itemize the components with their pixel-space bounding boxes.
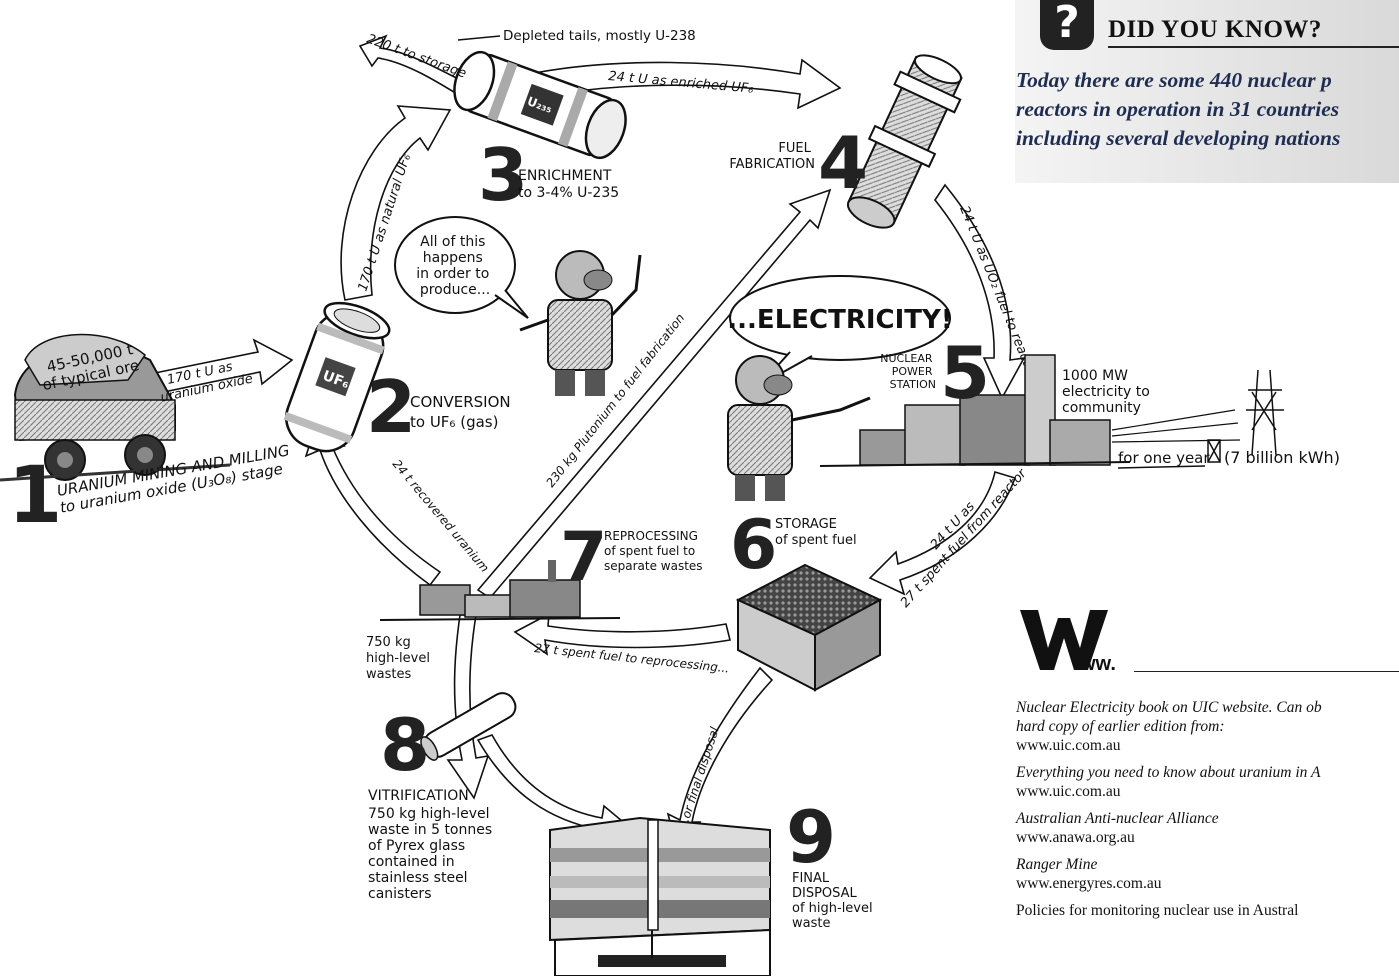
- stage-5-title: NUCLEAR: [880, 352, 933, 365]
- stage-2-number: 2: [366, 365, 416, 449]
- one-year-label: for one year: [1118, 449, 1210, 467]
- electricity-label-2: electricity to: [1062, 384, 1150, 400]
- professor-figure-2: [728, 356, 870, 501]
- link-url[interactable]: www.uic.com.au: [1016, 782, 1399, 801]
- professor-figure-1: [520, 251, 640, 396]
- link-title: Everything you need to know about uraniu…: [1016, 763, 1399, 782]
- link-title: Ranger Mine: [1016, 855, 1399, 874]
- web-links-list: Nuclear Electricity book on UIC website.…: [1016, 698, 1399, 928]
- svg-text:NUCLEAR POWER STATION: NUCLEAR POWER STATION: [880, 352, 936, 391]
- stage-1-number: 1: [8, 451, 62, 541]
- flow-tails-label: Depleted tails, mostly U-238: [503, 28, 696, 44]
- stage-7-subtitle-2: separate wastes: [604, 559, 703, 573]
- stage-8-line-7: canisters: [368, 886, 432, 902]
- stage-3-title: ENRICHMENT: [518, 168, 612, 184]
- stage-7-subtitle: of spent fuel to: [604, 544, 695, 558]
- speech1-line-2: happens: [423, 250, 483, 266]
- svg-text:1000 MW electricity to: 1000 MW electricity to community: [1062, 368, 1154, 416]
- geological-repository-illustration: [550, 818, 770, 976]
- stage-9-title: FINAL: [792, 871, 830, 886]
- svg-text:750 kg high-level wast: 750 kg high-level wastes: [366, 635, 434, 682]
- question-icon: ?: [1040, 0, 1094, 50]
- electricity-label-3: community: [1062, 400, 1141, 416]
- svg-text:VITRIFICATION 750 kg high-: VITRIFICATION 750 kg high-level waste in…: [368, 788, 497, 902]
- kwh-label: (7 billion kWh): [1224, 448, 1340, 467]
- stage-8-line-2: 750 kg high-level: [368, 806, 489, 822]
- stage-9-subtitle: of high-level: [792, 901, 873, 916]
- link-url[interactable]: www.energyres.com.au: [1016, 874, 1399, 893]
- speech-bubble-1: All of this happens in order to produce.…: [395, 217, 528, 318]
- www-rule: [1134, 671, 1399, 672]
- stage-8-number: 8: [380, 703, 430, 787]
- stage-6-title: STORAGE: [775, 517, 837, 532]
- svg-text:ENRICHMENT to 3-4% U-235: ENRICHMENT to 3-4% U-235: [518, 168, 619, 201]
- speech1-line-4: produce...: [420, 282, 490, 298]
- speech1-line-3: in order to: [416, 266, 489, 282]
- stage-3-subtitle: to 3-4% U-235: [518, 185, 619, 201]
- stage-6-number: 6: [730, 506, 777, 585]
- stage-2-subtitle: to UF₆ (gas): [410, 413, 498, 431]
- stage-9-number: 9: [786, 795, 836, 879]
- stage-6-subtitle: of spent fuel: [775, 533, 857, 548]
- stage-2-title: CONVERSION: [410, 393, 511, 411]
- speech1-line-1: All of this: [420, 234, 485, 250]
- link-title: Nuclear Electricity book on UIC website.…: [1016, 698, 1399, 717]
- link-title: Policies for monitoring nuclear use in A…: [1016, 901, 1399, 920]
- link-title-2: hard copy of earlier edition from:: [1016, 717, 1399, 736]
- svg-text:STORAGE of spent fuel: STORAGE of spent fuel: [775, 517, 857, 548]
- hlw-label-3: wastes: [366, 667, 411, 682]
- stage-8-line-5: contained in: [368, 854, 455, 870]
- electricity-mw-label: 1000 MW: [1062, 368, 1128, 384]
- svg-text:REPROCESSING of spent fuel: REPROCESSING of spent fuel to separate w…: [604, 529, 703, 573]
- did-you-know-text: Today there are some 440 nuclear p react…: [1016, 66, 1399, 153]
- stage-5-title-2: POWER: [892, 365, 933, 378]
- svg-text:URANIUM MINING AND MILLING: URANIUM MINING AND MILLING to uranium ox…: [56, 440, 299, 516]
- stage-8-line-6: stainless steel: [368, 870, 468, 886]
- www-logo-suffix: ww.: [1079, 653, 1116, 674]
- did-you-know-rule: [1108, 46, 1399, 48]
- svg-text:FUEL FABRICATION: FUEL FABRICATION: [729, 141, 815, 172]
- hlw-label-1: 750 kg: [366, 635, 411, 650]
- link-title: Australian Anti-nuclear Alliance: [1016, 809, 1399, 828]
- stage-8-title: VITRIFICATION: [368, 788, 469, 804]
- svg-text:FINAL DISPOSAL of high: FINAL DISPOSAL of high-level waste: [792, 871, 877, 931]
- link-url[interactable]: www.uic.com.au: [1016, 736, 1399, 755]
- stage-9-subtitle-2: waste: [792, 916, 830, 931]
- stage-4-title: FUEL: [778, 141, 811, 156]
- stage-4-number: 4: [818, 121, 868, 205]
- did-you-know-title: DID YOU KNOW?: [1108, 16, 1322, 44]
- question-glyph: ?: [1054, 0, 1080, 48]
- flow-disposal-label: ...or final disposal: [676, 725, 722, 831]
- speech2-text: ...ELECTRICITY!: [727, 305, 952, 335]
- stage-7-title: REPROCESSING: [604, 529, 698, 543]
- www-logo-icon: ww.: [1018, 608, 1138, 674]
- svg-text:CONVERSION to UF₆ (gas): CONVERSION to UF₆ (gas): [410, 393, 515, 431]
- stage-5-number: 5: [940, 331, 990, 415]
- stage-8-line-4: of Pyrex glass: [368, 838, 465, 854]
- hlw-label-2: high-level: [366, 651, 430, 666]
- flow-spent-label-2: 27 t spent fuel from reactor: [898, 465, 1031, 610]
- link-url[interactable]: www.anawa.org.au: [1016, 828, 1399, 847]
- stage-4-subtitle: FABRICATION: [729, 157, 815, 172]
- stage-9-title-2: DISPOSAL: [792, 886, 858, 901]
- stage-8-line-3: waste in 5 tonnes: [368, 822, 492, 838]
- stage-5-title-3: STATION: [890, 378, 936, 391]
- svg-text:All of this happens: All of this happens in order to produce.…: [416, 234, 494, 298]
- stage-7-number: 7: [560, 518, 607, 597]
